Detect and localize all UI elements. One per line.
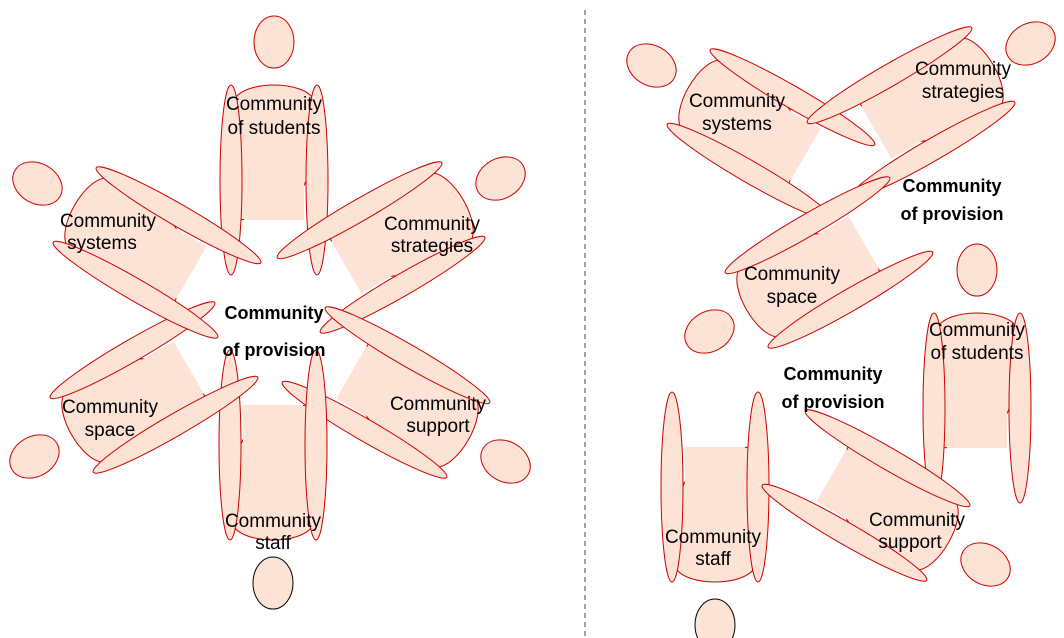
label-left-space-1: Community xyxy=(62,397,159,418)
label-left-support-1: Community xyxy=(390,394,487,415)
figure-right-staff xyxy=(660,391,770,638)
label-left-staff-2: staff xyxy=(255,533,291,554)
label-right-strategies-1: Community xyxy=(915,59,1012,80)
label-right-space-2: space xyxy=(767,287,818,308)
label-left-systems-2: systems xyxy=(67,233,137,254)
label-left-support-2: support xyxy=(406,416,470,437)
left-panel: Community of students Community strategi… xyxy=(0,15,556,610)
label-left-center-1: Community xyxy=(225,303,324,323)
label-left-students-2: of students xyxy=(228,118,321,139)
label-left-staff-1: Community xyxy=(225,511,322,532)
label-right-students-1: Community xyxy=(929,320,1026,341)
label-left-students-1: Community xyxy=(226,94,323,115)
label-left-strategies-2: strategies xyxy=(391,236,473,257)
right-panel: Community systems Community strategies C… xyxy=(601,0,1064,638)
label-right-staff-1: Community xyxy=(665,527,762,548)
label-right-staff-2: staff xyxy=(695,549,731,570)
label-left-center-2: of provision xyxy=(223,340,326,360)
label-right-support-2: support xyxy=(878,532,942,553)
label-right-center-bottom-1: Community xyxy=(784,364,883,384)
figure-right-students xyxy=(922,243,1032,504)
label-right-strategies-2: strategies xyxy=(922,82,1004,103)
label-right-center-top-2: of provision xyxy=(901,204,1004,224)
label-left-systems-1: Community xyxy=(60,211,157,232)
label-right-center-top-1: Community xyxy=(903,176,1002,196)
label-right-center-bottom-2: of provision xyxy=(782,392,885,412)
label-right-space-1: Community xyxy=(744,264,841,285)
label-left-strategies-1: Community xyxy=(384,214,481,235)
label-right-systems-2: systems xyxy=(702,114,772,135)
label-left-space-2: space xyxy=(85,420,136,441)
label-right-students-2: of students xyxy=(931,343,1024,364)
label-right-systems-1: Community xyxy=(689,91,786,112)
label-right-support-1: Community xyxy=(869,510,966,531)
